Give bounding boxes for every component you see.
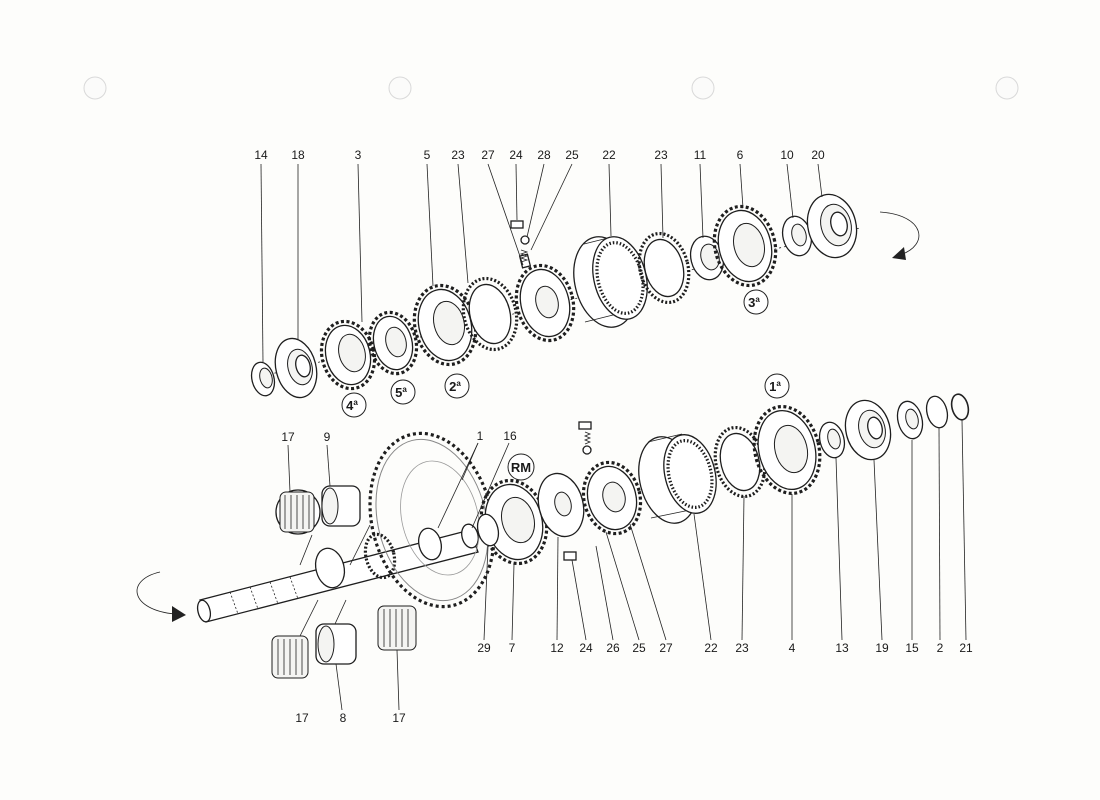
label-13: 13 bbox=[835, 641, 849, 655]
label-22: 22 bbox=[602, 148, 616, 162]
part-9-spacer bbox=[321, 485, 361, 527]
part-20-bearing bbox=[806, 193, 858, 259]
part-12-plate bbox=[537, 472, 585, 538]
label-28: 28 bbox=[537, 148, 551, 162]
part-19-bearing bbox=[844, 399, 892, 461]
svg-text:3a: 3a bbox=[748, 295, 760, 310]
part-17-needle-bearing-bottom-left bbox=[271, 635, 309, 679]
lower-shaft-assembly bbox=[136, 393, 970, 711]
svg-text:2a: 2a bbox=[449, 379, 461, 394]
detent-parts-upper bbox=[510, 220, 530, 263]
label-22-lower: 22 bbox=[704, 641, 718, 655]
label-29: 29 bbox=[477, 641, 491, 655]
gear-5a bbox=[367, 310, 419, 376]
part-17-needle-bearing-top bbox=[275, 489, 321, 535]
part-13-washer bbox=[818, 421, 846, 459]
label-18: 18 bbox=[291, 148, 305, 162]
part-8-spacer bbox=[315, 623, 357, 665]
svg-text:RM: RM bbox=[511, 460, 531, 475]
part-23-synchro-ring bbox=[461, 276, 519, 352]
part-22-sleeve-lower bbox=[638, 433, 717, 524]
rotation-arrow-lower bbox=[136, 571, 186, 622]
upper-gear-markers: 4a 5a 2a 3a bbox=[341, 289, 769, 418]
label-11: 11 bbox=[694, 148, 707, 162]
label-7: 7 bbox=[509, 641, 516, 655]
gear-marker-rm: RM bbox=[507, 453, 535, 481]
rotation-arrow-upper bbox=[879, 211, 920, 260]
part-3-gear bbox=[319, 319, 377, 391]
part-1-main-shaft bbox=[196, 523, 479, 623]
gear-marker-1a: 1a bbox=[764, 373, 790, 399]
label-10: 10 bbox=[780, 148, 794, 162]
part-21-circlip bbox=[950, 393, 970, 421]
label-24-lower: 24 bbox=[579, 641, 593, 655]
label-17-top: 17 bbox=[281, 430, 295, 444]
label-23: 23 bbox=[451, 148, 465, 162]
label-3: 3 bbox=[355, 148, 362, 162]
label-17-bottom-left: 17 bbox=[295, 711, 309, 725]
part-14-nut bbox=[250, 361, 276, 397]
detent-parts-lower bbox=[563, 421, 592, 561]
part-17-needle-bearing-bottom-right bbox=[377, 605, 417, 651]
label-5: 5 bbox=[424, 148, 431, 162]
label-27-lower: 27 bbox=[659, 641, 673, 655]
punch-holes bbox=[83, 76, 1019, 100]
lower-part-labels: 17 9 1 16 17 8 17 29 7 12 24 26 25 27 22… bbox=[281, 429, 973, 725]
upper-leader-lines bbox=[260, 163, 823, 363]
label-8: 8 bbox=[340, 711, 347, 725]
upper-shaft-assembly bbox=[250, 163, 920, 399]
svg-text:5a: 5a bbox=[395, 385, 407, 400]
gear-marker-2a: 2a bbox=[444, 373, 470, 399]
part-27-synchro-hub-lower bbox=[581, 460, 643, 536]
label-15: 15 bbox=[905, 641, 919, 655]
part-29-washer bbox=[476, 513, 500, 547]
label-25-lower: 25 bbox=[632, 641, 646, 655]
label-17-bottom-right: 17 bbox=[392, 711, 406, 725]
upper-part-labels: 14 18 3 5 23 27 24 28 25 22 23 11 6 10 2… bbox=[254, 148, 825, 162]
label-24: 24 bbox=[509, 148, 523, 162]
label-20: 20 bbox=[811, 148, 825, 162]
part-6-gear bbox=[712, 204, 778, 288]
gear-marker-4a: 4a bbox=[341, 392, 367, 418]
label-12: 12 bbox=[550, 641, 564, 655]
part-23-synchro-ring-b bbox=[637, 231, 691, 305]
label-23-lower: 23 bbox=[735, 641, 749, 655]
label-19: 19 bbox=[875, 641, 889, 655]
label-1: 1 bbox=[477, 429, 484, 443]
part-22-sleeve bbox=[573, 236, 648, 328]
part-18-bearing bbox=[274, 337, 318, 399]
lower-leader-lines bbox=[287, 419, 967, 711]
part-15-nut bbox=[896, 400, 924, 440]
label-23-b: 23 bbox=[654, 148, 668, 162]
label-16: 16 bbox=[503, 429, 517, 443]
label-9: 9 bbox=[324, 430, 331, 444]
label-21: 21 bbox=[959, 641, 973, 655]
label-4: 4 bbox=[789, 641, 796, 655]
part-27-synchro-hub bbox=[514, 253, 576, 343]
gear-marker-5a: 5a bbox=[390, 379, 416, 405]
svg-text:4a: 4a bbox=[346, 398, 358, 413]
label-2: 2 bbox=[937, 641, 944, 655]
label-14: 14 bbox=[254, 148, 268, 162]
gear-marker-3a: 3a bbox=[743, 289, 769, 315]
label-27: 27 bbox=[481, 148, 495, 162]
label-25: 25 bbox=[565, 148, 579, 162]
label-6: 6 bbox=[737, 148, 744, 162]
part-2-lock-washer bbox=[925, 395, 949, 429]
label-26: 26 bbox=[606, 641, 620, 655]
lower-gear-markers: RM 1a bbox=[507, 373, 790, 481]
part-4-gear bbox=[752, 405, 822, 495]
svg-text:1a: 1a bbox=[769, 379, 781, 394]
